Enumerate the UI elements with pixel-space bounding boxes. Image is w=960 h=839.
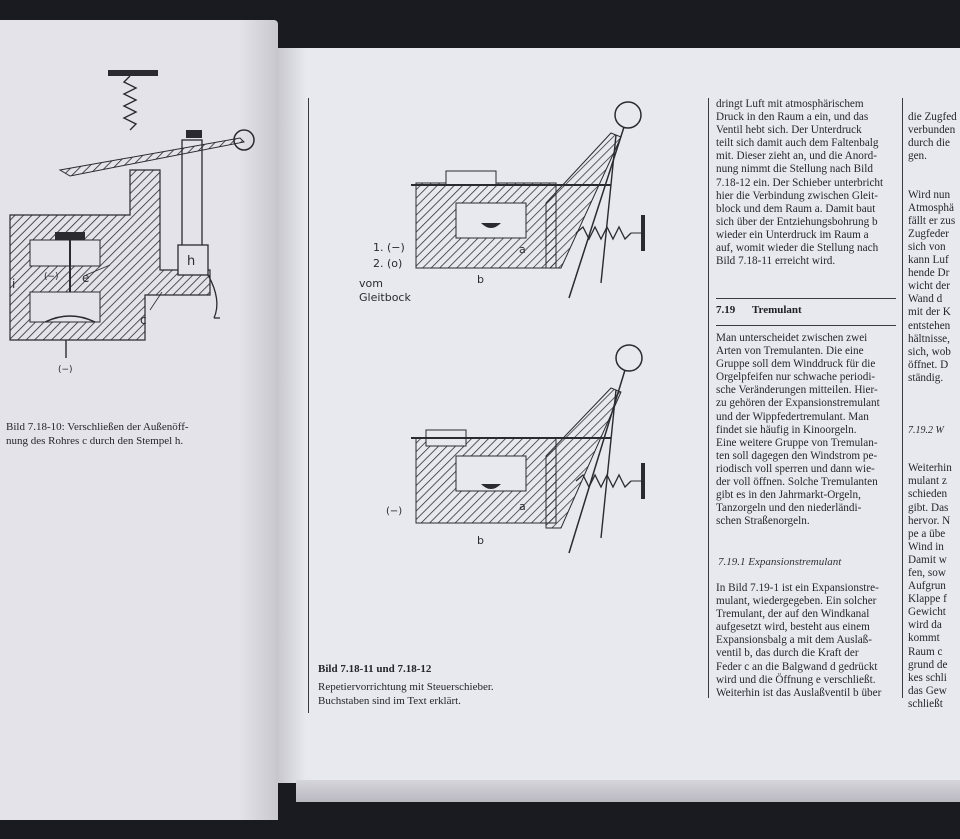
caption-line: Bild 7.18-10: Verschließen der Außenöff- [6, 421, 189, 433]
paragraph: Man unterscheidet zwischen zwei Arten vo… [716, 332, 880, 436]
figure-7-18-10: i (−) e c h (−) [9, 70, 255, 375]
section-rule [716, 298, 896, 299]
label-a: a [519, 500, 526, 513]
gutter-shadow [238, 20, 278, 820]
section-title: Tremulant [752, 304, 802, 316]
paragraph: Weiterhin mulant z schieden gibt. Das he… [908, 462, 952, 710]
figure-caption-right: Bild 7.18-11 und 7.18-12 Repetiervorrich… [318, 662, 578, 708]
label-minus: (−) [386, 506, 402, 517]
figure-caption-left: Bild 7.18-10: Verschließen der Außenöff-… [6, 420, 206, 448]
column-rule [902, 98, 903, 698]
caption-title: Bild 7.18-11 und 7.18-12 [318, 663, 432, 675]
caption-line: nung des Rohres c durch den Stempel h. [6, 435, 184, 447]
label-2: 2. (o) [373, 257, 402, 270]
label-1: 1. (−) [373, 241, 405, 254]
paragraph: dringt Luft mit atmosphärischem Druck in… [716, 98, 884, 268]
text-column-cut: die Zugfed verbunden durch die gen. Wird… [908, 98, 960, 724]
margin-rule [308, 98, 309, 713]
label-minus-bottom: (−) [58, 365, 73, 375]
label-b: b [477, 534, 484, 547]
column-rule [708, 98, 709, 698]
text-column-main: In Bild 7.19-1 ist ein Expansionstre- mu… [716, 582, 898, 700]
right-page: 1. (−) 2. (o) vom Gleitbock a b (−) a b … [276, 48, 960, 783]
caption-line: Repetiervorrichtung mit Steuerschieber. [318, 681, 494, 693]
figure-7-18-12: (−) a b [386, 344, 645, 554]
paragraph: Wird nun Atmosphä fällt er zus Zugfeder … [908, 188, 956, 384]
label-gleitbock: Gleitbock [359, 291, 411, 304]
left-page: i (−) e c h (−) Bild 7.18-10: Verschließ… [0, 20, 278, 820]
subsection-heading: 7.19.2 W [908, 425, 944, 437]
section-rule [716, 325, 896, 326]
text-column-main: Man unterscheidet zwischen zwei Arten vo… [716, 332, 898, 528]
label-h: h [187, 254, 195, 269]
label-b: b [477, 273, 484, 286]
figure-7-18-11: 1. (−) 2. (o) vom Gleitbock a b [359, 101, 645, 304]
paragraph: Eine weitere Gruppe von Tremulan- ten so… [716, 436, 878, 528]
gutter-shadow [276, 48, 306, 783]
section-number: 7.19 [716, 304, 736, 316]
paragraph: die Zugfed verbunden durch die gen. [908, 111, 957, 163]
caption-line: Buchstaben sind im Text erklärt. [318, 695, 461, 707]
paragraph: In Bild 7.19-1 ist ein Expansionstre- mu… [716, 582, 882, 699]
label-c: c [140, 313, 147, 327]
label-vom: vom [359, 277, 383, 290]
label-a: a [519, 243, 526, 256]
page-stack-edge [296, 780, 960, 802]
text-column-main: dringt Luft mit atmosphärischem Druck in… [716, 98, 898, 268]
label-i: i [12, 277, 15, 291]
section-heading: 7.19 Tremulant [716, 304, 802, 316]
subsection-heading: 7.19.1 Expansionstremulant [718, 556, 842, 568]
label-minus-left: (−) [44, 272, 59, 282]
label-e: e [82, 271, 89, 285]
